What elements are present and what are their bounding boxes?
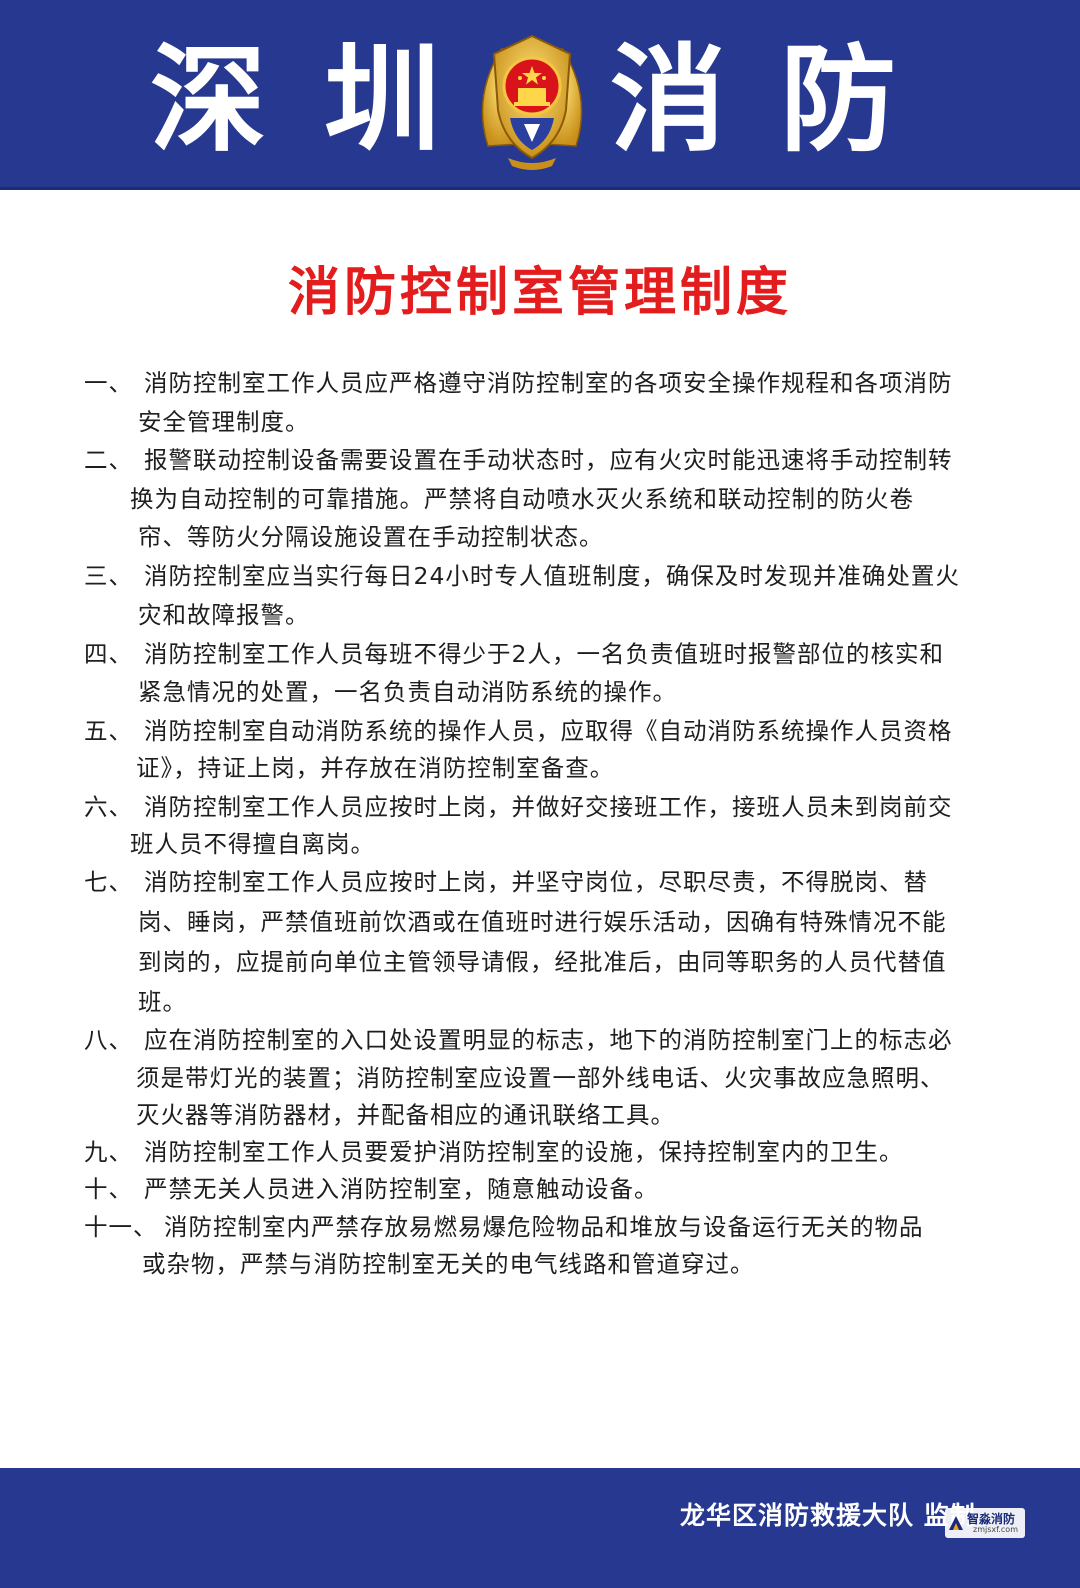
rule-line: 消防控制室应当实行每日24小时专人值班制度，确保及时发现并准确处置火 <box>144 562 960 590</box>
rule-line: 报警联动控制设备需要设置在手动状态时，应有火灾时能迅速将手动控制转 <box>144 446 953 474</box>
rule-line: 换为自动控制的可靠措施。严禁将自动喷水灭火系统和联动控制的防火卷 <box>130 485 914 513</box>
rule-line: 到岗的，应提前向单位主管领导请假，经批准后，由同等职务的人员代替值 <box>138 948 947 976</box>
rule-line: 消防控制室工作人员每班不得少于2人，一名负责值班时报警部位的核实和 <box>144 640 944 668</box>
rule-line: 消防控制室工作人员应严格遵守消防控制室的各项安全操作规程和各项消防 <box>144 369 953 397</box>
rule-number: 二、 <box>84 446 133 474</box>
watermark: 智淼消防 zmjsxf.com <box>945 1508 1025 1538</box>
rule-line: 消防控制室工作人员应按时上岗，并做好交接班工作，接班人员未到岗前交 <box>144 793 953 821</box>
header-banner: 深 圳 消 防 <box>0 0 1080 190</box>
header-char-4: 防 <box>780 32 896 168</box>
rule-line: 消防控制室自动消防系统的操作人员，应取得《自动消防系统操作人员资格 <box>144 717 953 745</box>
rule-number: 四、 <box>84 640 133 668</box>
rule-line: 应在消防控制室的入口处设置明显的标志，地下的消防控制室门上的标志必 <box>144 1026 953 1054</box>
watermark-subtext: zmjsxf.com <box>973 1525 1018 1534</box>
footer-banner <box>0 1468 1080 1588</box>
rule-line: 须是带灯光的装置；消防控制室应设置一部外线电话、火灾事故应急照明、 <box>136 1064 945 1092</box>
rule-line: 紧急情况的处置，一名负责自动消防系统的操作。 <box>138 678 677 706</box>
rule-line: 消防控制室工作人员应按时上岗，并坚守岗位，尽职尽责，不得脱岗、替 <box>144 868 928 896</box>
rule-line: 灾和故障报警。 <box>138 601 310 629</box>
rule-line: 岗、睡岗，严禁值班前饮酒或在值班时进行娱乐活动，因确有特殊情况不能 <box>138 908 947 936</box>
rule-number: 一、 <box>84 369 133 397</box>
rule-line: 班人员不得擅自离岗。 <box>130 830 375 858</box>
rule-number: 九、 <box>84 1138 133 1166</box>
fire-rescue-emblem-icon <box>481 34 583 170</box>
rule-line: 灭火器等消防器材，并配备相应的通讯联络工具。 <box>136 1101 675 1129</box>
rule-line: 班。 <box>138 988 187 1016</box>
rule-line: 消防控制室内严禁存放易燃易爆危险物品和堆放与设备运行无关的物品 <box>164 1213 924 1241</box>
rule-number: 七、 <box>84 868 133 896</box>
header-char-1: 深 <box>150 32 266 168</box>
rule-number: 十一、 <box>84 1213 158 1241</box>
rule-number: 六、 <box>84 793 133 821</box>
page-title: 消防控制室管理制度 <box>287 263 792 323</box>
rule-number: 八、 <box>84 1026 133 1054</box>
watermark-logo-icon <box>949 1516 963 1530</box>
rule-line: 帘、等防火分隔设施设置在手动控制状态。 <box>138 523 604 551</box>
rule-line: 严禁无关人员进入消防控制室，随意触动设备。 <box>144 1175 659 1203</box>
supervisor-credit: 龙华区消防救援大队 监制 <box>680 1501 976 1530</box>
header-char-2: 圳 <box>324 32 440 168</box>
rule-line: 证》，持证上岗，并存放在消防控制室备查。 <box>136 754 615 782</box>
rule-number: 五、 <box>84 717 133 745</box>
rule-line: 或杂物，严禁与消防控制室无关的电气线路和管道穿过。 <box>142 1250 755 1278</box>
rule-line: 安全管理制度。 <box>138 408 310 436</box>
rule-line: 消防控制室工作人员要爱护消防控制室的设施，保持控制室内的卫生。 <box>144 1138 904 1166</box>
rule-number: 三、 <box>84 562 133 590</box>
rule-number: 十、 <box>84 1175 133 1203</box>
header-char-3: 消 <box>610 32 726 168</box>
watermark-text: 智淼消防 <box>967 1512 1016 1526</box>
